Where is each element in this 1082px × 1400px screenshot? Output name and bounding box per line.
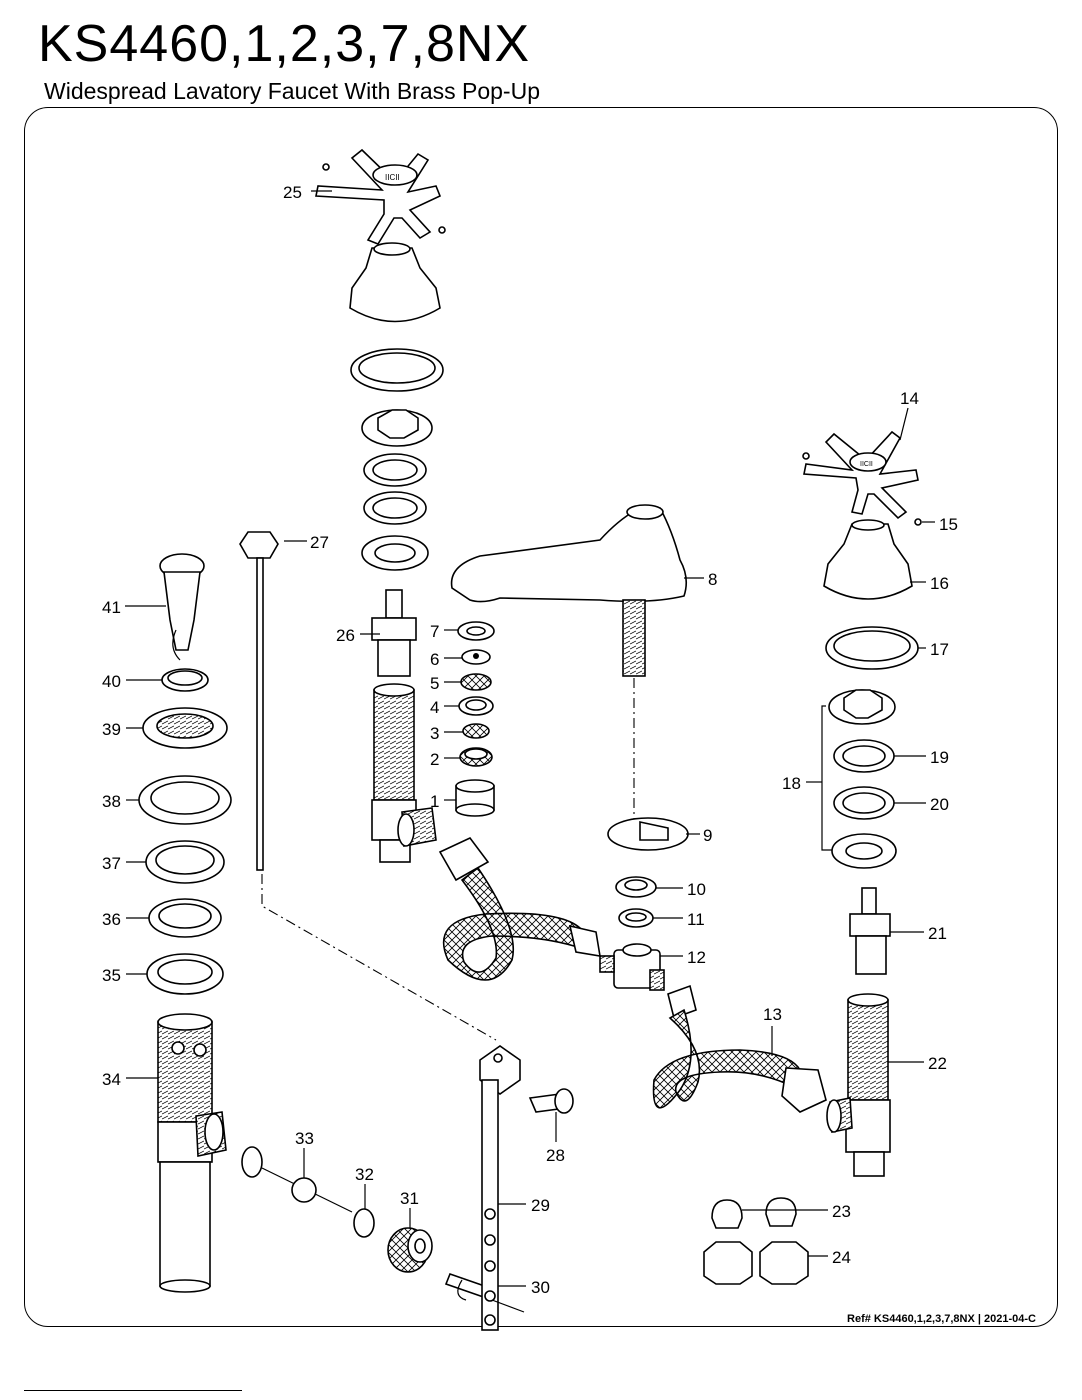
callout-23: 23 bbox=[832, 1202, 851, 1221]
part-1-aerator-housing bbox=[455, 779, 495, 817]
callout-12: 12 bbox=[687, 948, 706, 967]
part-34-drain-body bbox=[157, 1013, 227, 1293]
callout-2: 2 bbox=[430, 750, 439, 769]
part-12-tee-connector bbox=[599, 943, 665, 991]
callout-14: 14 bbox=[900, 389, 919, 408]
handle-cap-label-left: IICII bbox=[385, 173, 400, 182]
callout-26: 26 bbox=[336, 626, 355, 645]
reference-code: Ref# KS4460,1,2,3,7,8NX | 2021-04-C bbox=[847, 1313, 1036, 1325]
right-cross-handle: IICII bbox=[802, 430, 922, 526]
part-21-cartridge bbox=[849, 887, 891, 975]
part-33-oring bbox=[241, 1146, 263, 1178]
part-22-valve-body bbox=[826, 993, 891, 1177]
callout-25: 25 bbox=[283, 183, 302, 202]
part-32-washer bbox=[353, 1208, 375, 1238]
callout-36: 36 bbox=[102, 910, 121, 929]
callout-16: 16 bbox=[930, 574, 949, 593]
callout-40: 40 bbox=[102, 672, 121, 691]
callout-7: 7 bbox=[430, 622, 439, 641]
callout-4: 4 bbox=[430, 698, 439, 717]
callout-8: 8 bbox=[708, 570, 717, 589]
callout-6: 6 bbox=[430, 650, 439, 669]
product-description: Widespread Lavatory Faucet With Brass Po… bbox=[44, 78, 540, 104]
callout-34: 34 bbox=[102, 1070, 121, 1089]
part-39-flange bbox=[142, 707, 228, 749]
callout-17: 17 bbox=[930, 640, 949, 659]
part-41-stopper bbox=[159, 553, 205, 661]
left-cartridge bbox=[371, 589, 417, 677]
spout bbox=[450, 504, 688, 677]
footer-rule bbox=[24, 1390, 242, 1391]
part-27-lift-rod bbox=[239, 531, 279, 871]
part-28-screw bbox=[528, 1088, 574, 1114]
left-mounting-nut bbox=[361, 409, 433, 447]
right-escutcheon bbox=[823, 519, 913, 600]
part-29-extension-strap bbox=[479, 1045, 525, 1331]
callout-28: 28 bbox=[546, 1146, 565, 1165]
part-23-sleeve-right bbox=[765, 1197, 797, 1227]
left-supply-hose bbox=[438, 837, 601, 981]
left-escutcheon-gasket-inner bbox=[358, 352, 436, 384]
diagram-frame bbox=[24, 107, 1058, 1327]
left-escutcheon bbox=[349, 242, 441, 323]
callout-41: 41 bbox=[102, 598, 121, 617]
part-9-bracket bbox=[607, 817, 689, 851]
callout-24: 24 bbox=[832, 1248, 851, 1267]
callout-20: 20 bbox=[930, 795, 949, 814]
part-5-insert bbox=[460, 673, 492, 691]
callout-27: 27 bbox=[310, 533, 329, 552]
callout-1: 1 bbox=[430, 792, 439, 811]
callout-3: 3 bbox=[430, 724, 439, 743]
left-cross-handle: IICII bbox=[315, 148, 446, 245]
part-31-pivot-nut bbox=[387, 1227, 433, 1273]
callout-39: 39 bbox=[102, 720, 121, 739]
part-10-nut bbox=[615, 876, 657, 898]
left-valve-body bbox=[371, 683, 437, 863]
callout-19: 19 bbox=[930, 748, 949, 767]
callout-33: 33 bbox=[295, 1129, 314, 1148]
part-3-mesh bbox=[462, 723, 490, 739]
callout-21: 21 bbox=[928, 924, 947, 943]
callout-29: 29 bbox=[531, 1196, 550, 1215]
handle-cap-label-right: IICII bbox=[860, 461, 873, 468]
callout-5: 5 bbox=[430, 674, 439, 693]
callout-35: 35 bbox=[102, 966, 121, 985]
callout-37: 37 bbox=[102, 854, 121, 873]
callout-18: 18 bbox=[782, 774, 801, 793]
callout-10: 10 bbox=[687, 880, 706, 899]
leader-lines bbox=[125, 190, 935, 1287]
callout-32: 32 bbox=[355, 1165, 374, 1184]
callout-22: 22 bbox=[928, 1054, 947, 1073]
callout-30: 30 bbox=[531, 1278, 550, 1297]
part-23-sleeve-left bbox=[711, 1199, 743, 1229]
part-18-nut bbox=[828, 689, 896, 725]
model-number-title: KS4460,1,2,3,7,8NX bbox=[38, 15, 531, 73]
callout-38: 38 bbox=[102, 792, 121, 811]
part-33-pivot-rod bbox=[261, 1167, 353, 1213]
callout-labels: 25 27 26 7 6 5 4 3 2 1 8 9 10 11 12 13 1… bbox=[102, 183, 958, 1297]
part-24-nut-right bbox=[759, 1241, 809, 1285]
callout-13: 13 bbox=[763, 1005, 782, 1024]
part-13-hose bbox=[652, 984, 827, 1113]
callout-15: 15 bbox=[939, 515, 958, 534]
part-24-nut-left bbox=[703, 1241, 753, 1285]
callout-31: 31 bbox=[400, 1189, 419, 1208]
callout-11: 11 bbox=[687, 910, 705, 929]
callout-9: 9 bbox=[703, 826, 712, 845]
